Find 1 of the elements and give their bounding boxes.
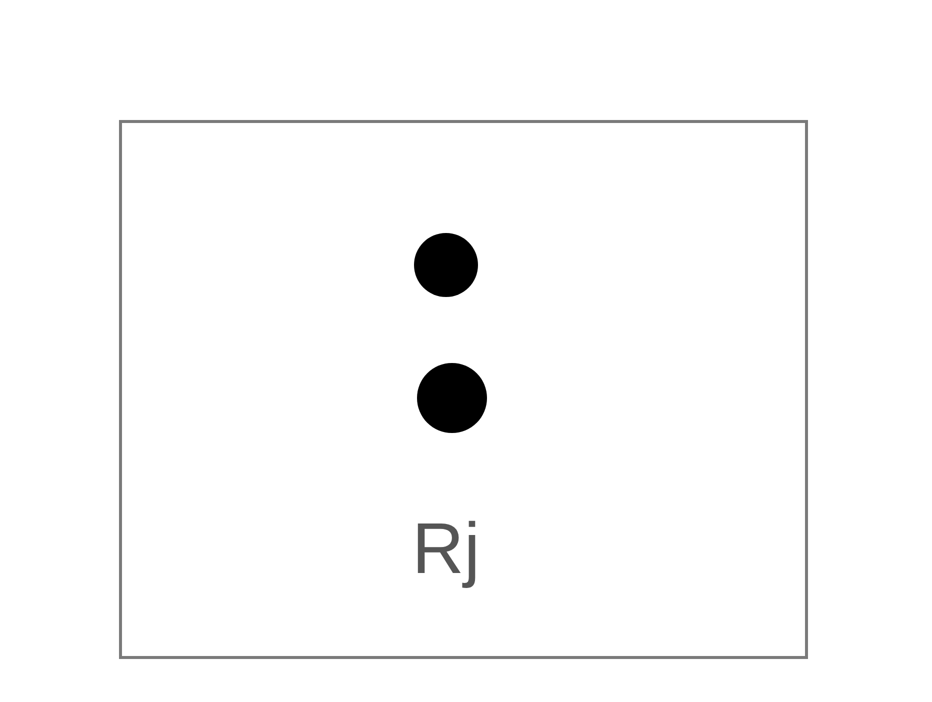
frame-box xyxy=(119,120,808,659)
